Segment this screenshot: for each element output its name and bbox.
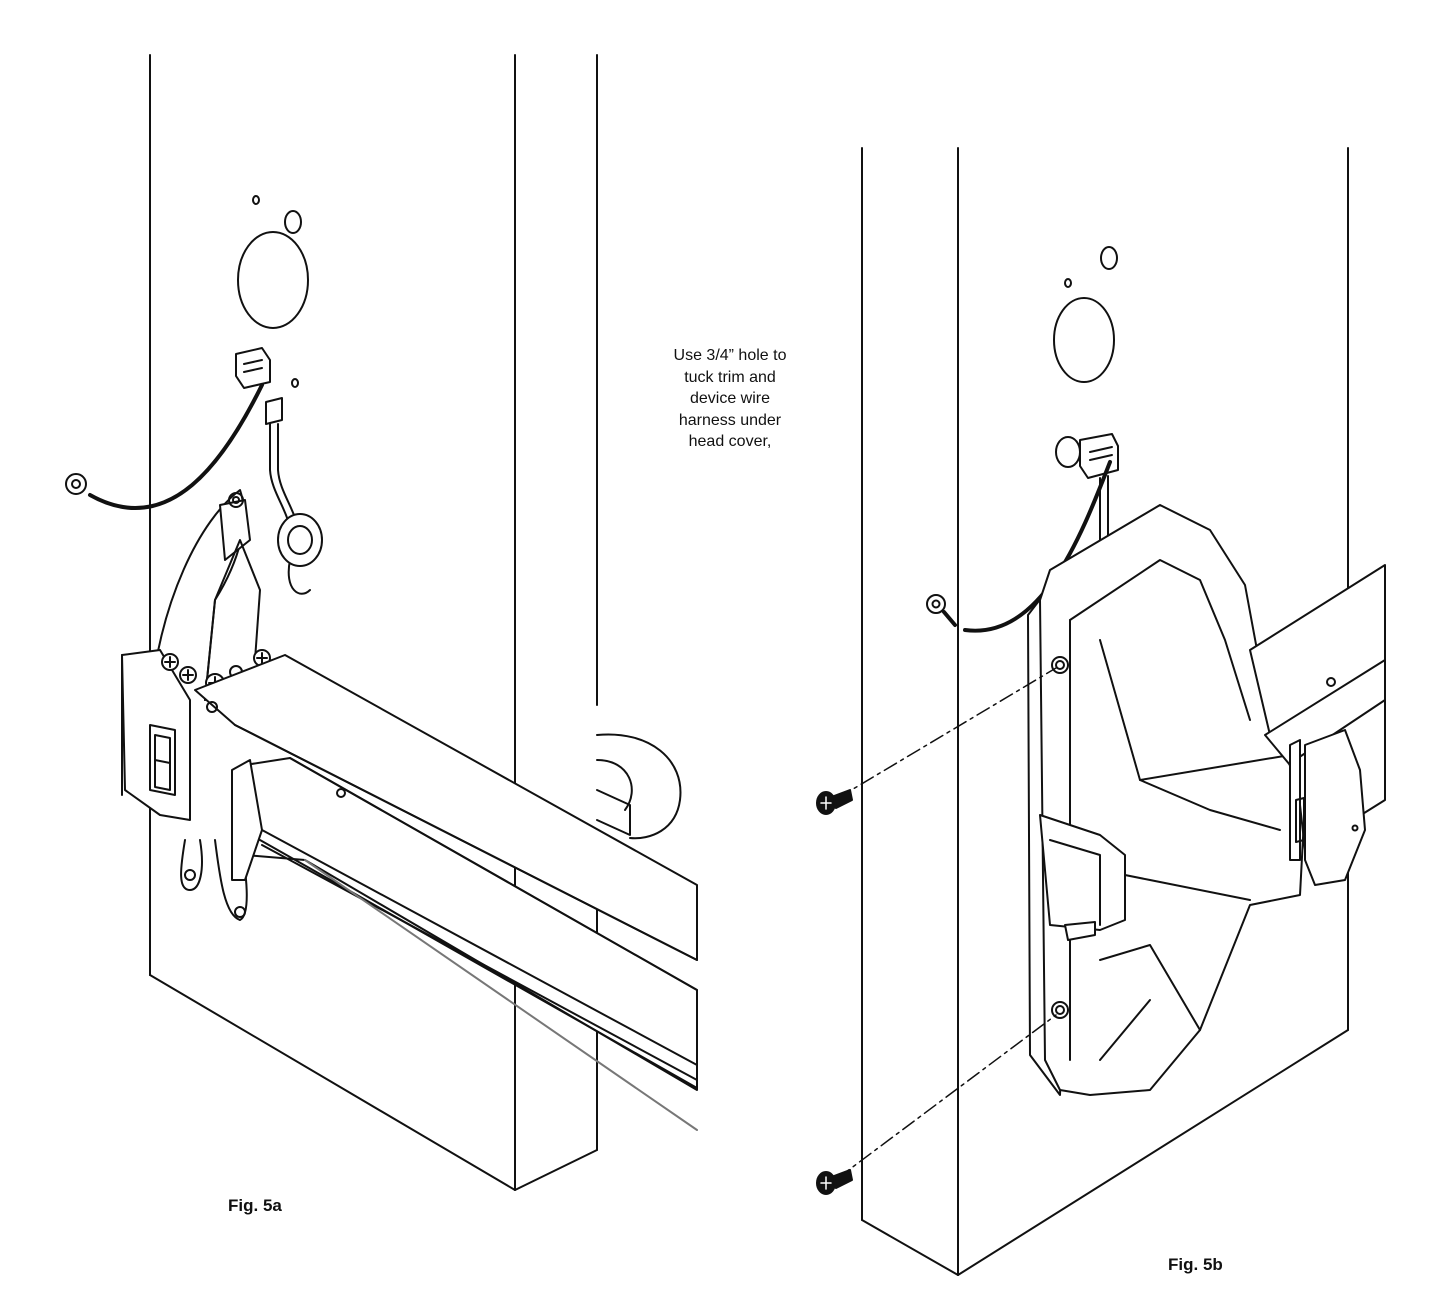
mounting-bracket-5a	[149, 489, 261, 921]
wire-harness-5a	[65, 347, 323, 595]
push-rail-5b	[1249, 564, 1386, 886]
screw-bottom	[816, 1169, 853, 1195]
figure-5b-caption: Fig. 5b	[1168, 1255, 1223, 1274]
screw-top	[816, 789, 853, 815]
door-frame-5a	[149, 54, 598, 1191]
note-line-5: head cover,	[688, 433, 772, 450]
figure-5b	[816, 147, 1386, 1276]
figure-5a	[65, 54, 698, 1191]
head-cover-5b	[1039, 504, 1306, 1096]
door-pull-5a	[596, 733, 682, 840]
note-line-2: tuck trim and	[684, 368, 776, 386]
push-bar-5a	[231, 757, 698, 1131]
installation-note: Use 3/4” hole to tuck trim and device wi…	[600, 345, 860, 453]
screw-guides-5b	[837, 667, 1057, 1179]
screws-5b	[816, 789, 853, 1195]
mounting-holes-5b	[1053, 246, 1118, 383]
note-line-1: Use 3/4” hole to	[673, 347, 787, 364]
note-line-3: device wire	[689, 390, 771, 407]
device-rail-5a	[194, 654, 698, 961]
note-line-4: harness under	[678, 411, 782, 429]
mounting-holes-5a	[237, 195, 309, 388]
figure-5a-caption: Fig. 5a	[228, 1196, 282, 1215]
latch-housing-5a	[121, 649, 191, 821]
